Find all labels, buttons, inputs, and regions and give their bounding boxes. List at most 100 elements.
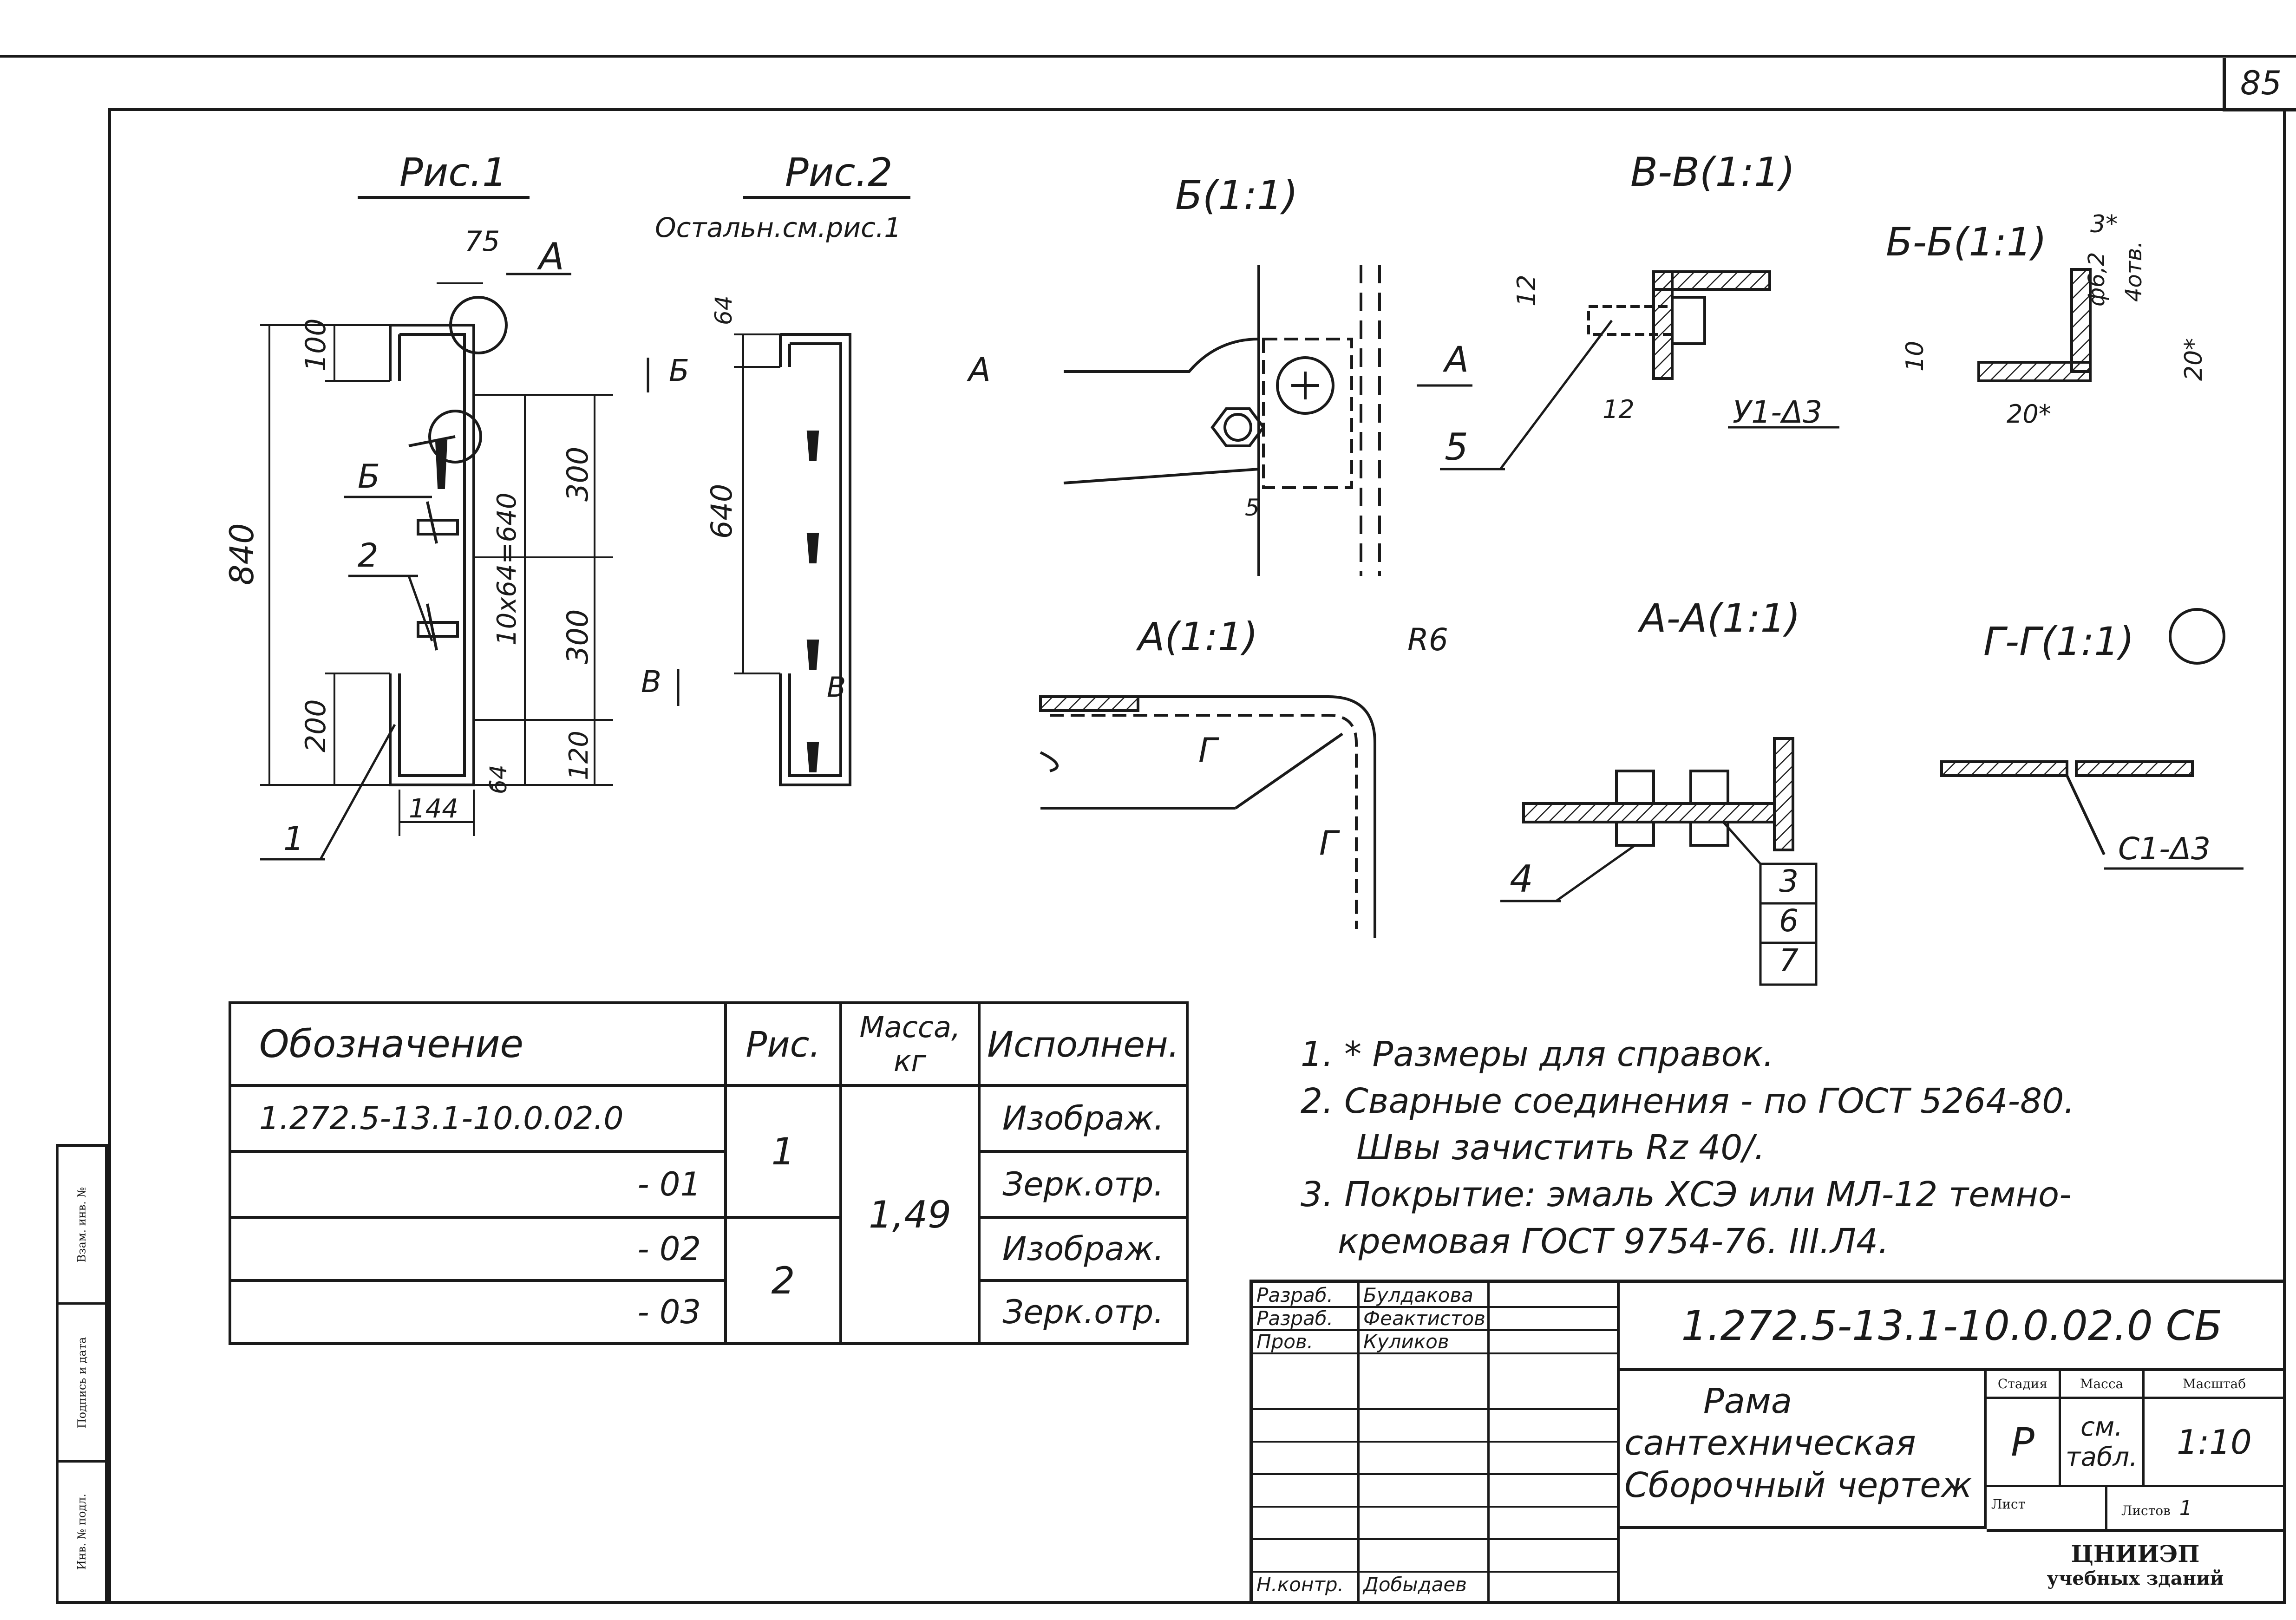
side-cell-podpis: Подпись и дата — [59, 1305, 105, 1463]
tb-name-2: Куликов — [1363, 1330, 1449, 1353]
bb-dim-20v: 20* — [2180, 338, 2208, 381]
gg-weld-label: С1-Δ3 — [2118, 831, 2211, 867]
section-gg-title: Г-Г(1:1) — [1983, 619, 2134, 664]
tb-name-1: Феактистов — [1363, 1307, 1485, 1330]
tb-sheets-block: Листов 1 — [2107, 1487, 2284, 1529]
tb-sheets-value: 1 — [2179, 1496, 2192, 1520]
spec-row-2-variant: Изображ. — [978, 1216, 1189, 1282]
fig1-pos-2: 2 — [358, 536, 379, 575]
spec-row-1-code: - 01 — [229, 1150, 727, 1219]
tb-scale-value: 1:10 — [2145, 1399, 2284, 1487]
title-block: Разраб. Булдакова Разраб. Феактистов Про… — [1249, 1280, 2286, 1604]
aa-pos-stack — [1722, 821, 1818, 986]
section-gg-drawing — [1940, 760, 2194, 856]
tb-stage-block: Стадия Масса Масштаб Р см. табл. 1:10 Ли… — [1987, 1371, 2284, 1529]
svg-text:Рис.1: Рис.1 — [399, 150, 507, 195]
note-1: 1. * Размеры для справок. — [1301, 1034, 1774, 1074]
bb-dim-dia: ф6,2 — [2084, 252, 2110, 307]
fig1-dim-64: 64 — [485, 764, 512, 794]
drawing-frame — [108, 108, 2286, 1604]
aa-pos-7: 7 — [1779, 942, 1799, 978]
spec-row-0-code: 1.272.5-13.1-10.0.02.0 — [229, 1084, 727, 1153]
section-vv-drawing — [1587, 270, 1771, 380]
tb-sheet-label: Лист — [1987, 1487, 2107, 1529]
fig2-dim-64: 64 — [710, 295, 737, 325]
view-b-mark-A: А — [967, 351, 991, 389]
fig1-pos-1: 1 — [283, 820, 304, 858]
side-cell-vzam: Взам. инв. № — [59, 1147, 105, 1305]
spec-table: Обозначение Рис. Масса, кг Исполнен. 1.2… — [229, 1001, 1189, 1345]
fig1-pos-1-leader — [319, 724, 396, 860]
spec-row-0-variant: Изображ. — [978, 1084, 1189, 1153]
spec-mass: 1,49 — [839, 1084, 981, 1345]
tb-role-0: Разраб. — [1256, 1284, 1334, 1306]
view-b-drawing — [1063, 265, 1381, 576]
fig1-dim-75: 75 — [464, 225, 500, 258]
note-2: 2. Сварные соединения - по ГОСТ 5264-80. — [1301, 1081, 2075, 1121]
fig2-frame-profile — [779, 333, 851, 786]
note-3: 3. Покрытие: эмаль ХСЭ или МЛ-12 темно- — [1301, 1174, 2072, 1215]
fig2-title: Рис.2 Остальн.см.рис.1 — [655, 150, 910, 243]
spec-row-1-variant: Зерк.отр. — [978, 1150, 1189, 1219]
fig1-dim-840: 840 — [223, 523, 261, 585]
fig1-title: Рис.1 — [358, 150, 530, 199]
note-3-cont: кремовая ГОСТ 9754-76. III.Л4. — [1338, 1221, 1889, 1261]
view-a-r6: R6 — [1407, 622, 1448, 658]
fig1-section-B-mark: Б — [669, 354, 689, 388]
side-stamp-strip: Взам. инв. № Подпись и дата Инв. № подл. — [56, 1144, 108, 1604]
spec-header-variant: Исполнен. — [978, 1001, 1189, 1087]
view-a-title: А(1:1) — [1136, 614, 1258, 660]
fig1-dim-640expr: 10x64=640 — [492, 493, 522, 646]
vv-weld-label: У1-Δ3 — [1733, 394, 1822, 430]
fig1-section-V-mark: В — [641, 665, 661, 699]
tb-org-line-2: учебных зданий — [2047, 1568, 2224, 1589]
svg-text:Остальн.см.рис.1: Остальн.см.рис.1 — [655, 212, 901, 243]
spec-fig-2: 2 — [724, 1216, 842, 1345]
spec-header-mass: Масса, кг — [839, 1001, 981, 1087]
tb-name-line-0: Рама — [1703, 1381, 1792, 1421]
spec-row-2-code: - 02 — [229, 1216, 727, 1282]
note-2-cont: Швы зачистить Rz 40/. — [1356, 1128, 1765, 1168]
aa-pos-4: 4 — [1510, 857, 1533, 901]
fig1-dim-200: 200 — [300, 699, 332, 752]
fig1-pos-2-leader — [407, 575, 433, 641]
tb-nkontr-role: Н.контр. — [1256, 1573, 1344, 1596]
svg-text:Рис.2: Рис.2 — [785, 150, 893, 195]
tb-stage-label: Стадия — [1987, 1371, 2061, 1399]
section-vv-title: В-В(1:1) — [1630, 149, 1795, 196]
fig1-dim-120: 120 — [564, 731, 594, 780]
fig2-section-V: В — [827, 671, 846, 704]
fig2-dim-640: 640 — [705, 484, 739, 539]
fig1-frame-profile — [389, 296, 508, 786]
bb-dim-holes: 4отв. — [2121, 241, 2147, 302]
tb-org-line-1: ЦНИИЭП — [2071, 1540, 2200, 1568]
view-a-mark-G1: Г — [1198, 731, 1219, 770]
fig1-dim-300a: 300 — [561, 447, 595, 502]
bb-dim-10: 10 — [1901, 341, 1929, 372]
spec-fig-1: 1 — [724, 1084, 842, 1219]
view-b-title: Б(1:1) — [1175, 172, 1298, 219]
spec-row-3-variant: Зерк.отр. — [978, 1279, 1189, 1345]
tb-name-line-2: Сборочный чертеж — [1624, 1465, 1972, 1505]
tb-sheets-label: Листов — [2121, 1503, 2171, 1518]
vv-pos-5-leader — [1499, 320, 1613, 470]
section-aa-drawing — [1522, 737, 1794, 851]
fig1-dimensions — [260, 282, 613, 836]
bb-dim-20h: 20* — [2007, 399, 2051, 429]
tb-stage-value: Р — [1987, 1399, 2061, 1487]
section-bb-drawing — [1977, 268, 2092, 382]
tb-signature-grid: Разраб. Булдакова Разраб. Феактистов Про… — [1253, 1283, 1620, 1601]
tb-scale-label: Масштаб — [2145, 1371, 2284, 1399]
section-gg-circle — [2169, 608, 2225, 665]
view-a-drawing — [1039, 695, 1376, 938]
tb-mass-value: см. табл. — [2061, 1399, 2145, 1487]
aa-pos-4-leader — [1555, 844, 1636, 902]
tb-doc-code: 1.272.5-13.1-10.0.02.0 СБ — [1620, 1283, 2284, 1371]
top-border-line — [0, 55, 2296, 58]
section-bb-title: Б-Б(1:1) — [1886, 219, 2047, 265]
fig2-dimensions — [734, 333, 780, 674]
spec-row-3-code: - 03 — [229, 1279, 727, 1345]
view-a-mark-G2: Г — [1319, 823, 1340, 862]
spec-header-fig: Рис. — [724, 1001, 842, 1087]
